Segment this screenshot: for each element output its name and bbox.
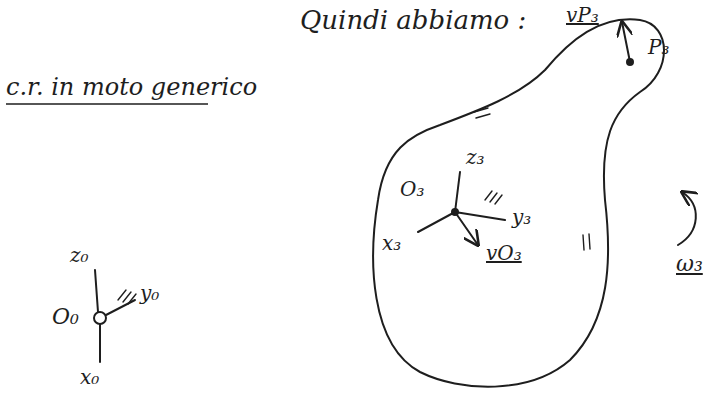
vector-label: vP₃	[566, 4, 599, 26]
origin-o0	[94, 312, 106, 324]
x3-axis	[418, 212, 455, 232]
rigid-body-outline	[373, 19, 664, 386]
heading: Quindi abbiamo :	[300, 6, 526, 35]
angular-velocity-arrow	[678, 192, 696, 245]
axis-label: z₃	[466, 146, 485, 168]
z0-axis	[95, 270, 98, 312]
velocity-arrow-p3	[622, 22, 630, 62]
x0-axis	[99, 324, 101, 362]
vector-label: vO₃	[486, 242, 522, 264]
point-label: P₃	[648, 36, 669, 58]
origin-label: O₀	[52, 305, 79, 329]
y3-axis	[455, 212, 505, 220]
origin-label: O₃	[400, 178, 424, 200]
axis-label: y₃	[512, 206, 531, 228]
hatch	[118, 290, 136, 304]
section-label: c.r. in moto generico	[6, 74, 257, 100]
hatch	[474, 108, 490, 118]
y0-axis	[106, 300, 135, 315]
vector-label: ω₃	[676, 252, 703, 276]
axis-label: y₀	[140, 282, 159, 304]
axis-label: x₃	[382, 232, 401, 254]
hatch	[583, 234, 590, 250]
hatch	[485, 191, 502, 204]
axis-label: z₀	[70, 244, 89, 266]
axis-label: x₀	[80, 366, 99, 388]
velocity-arrow-o3	[455, 212, 478, 245]
underline	[6, 103, 208, 105]
z3-axis	[455, 172, 460, 212]
